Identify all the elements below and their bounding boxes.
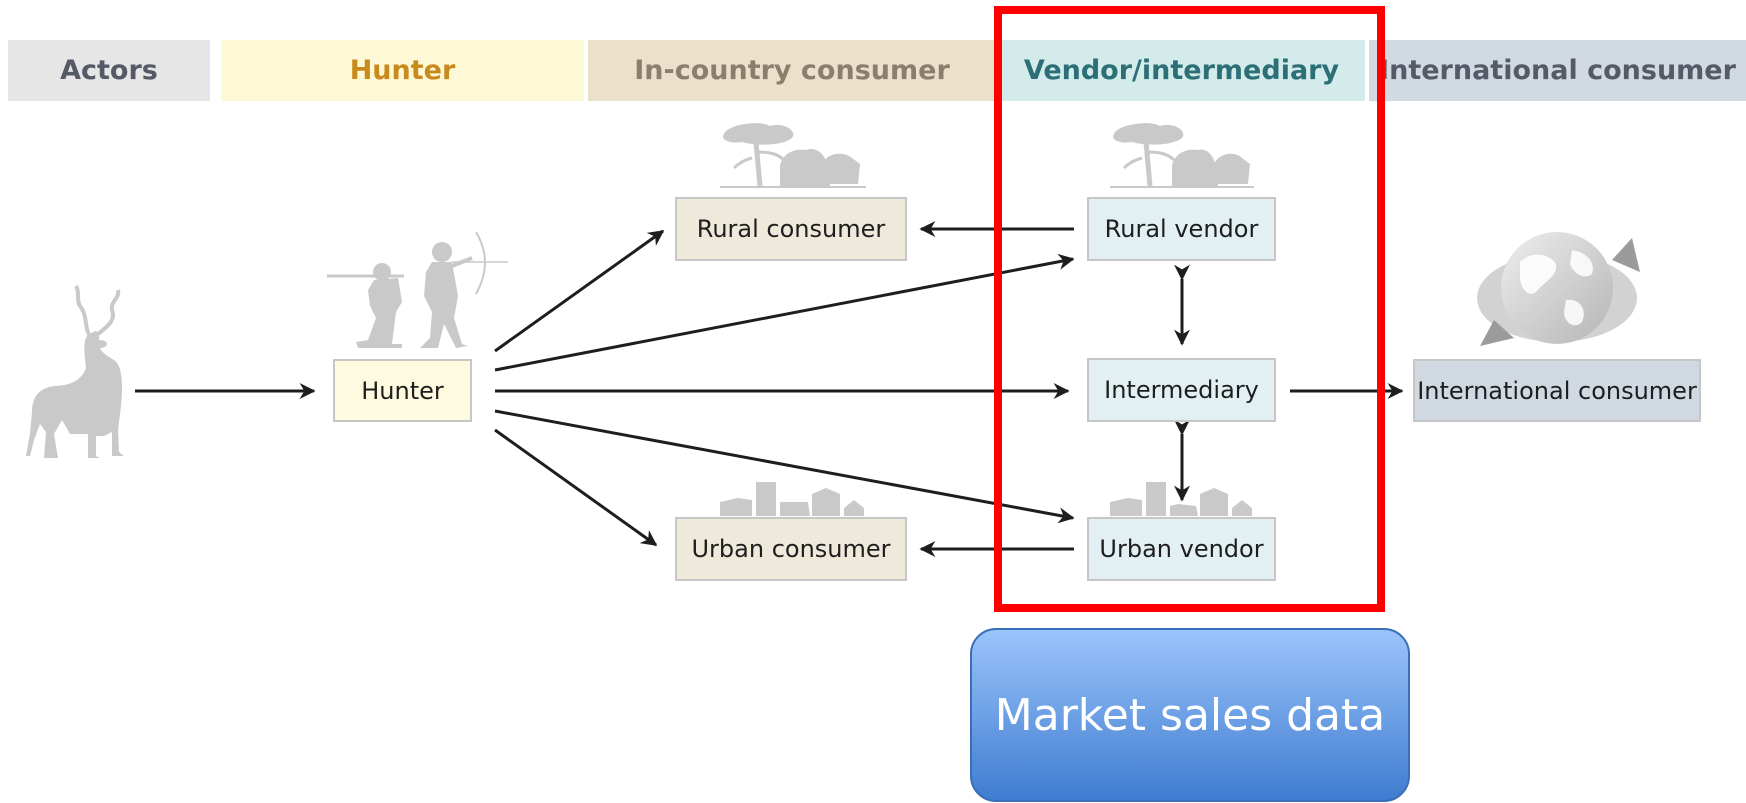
node-rural-consumer: Rural consumer (675, 197, 907, 261)
band-international-consumer: International consumer (1369, 40, 1746, 101)
node-international-consumer: International consumer (1413, 359, 1701, 422)
rural-huts-icon (1110, 123, 1254, 188)
band-actors: Actors (8, 40, 210, 101)
kudu-icon (26, 284, 124, 458)
market-sales-data-button[interactable]: Market sales data (970, 628, 1410, 802)
vendor-highlight-box (994, 6, 1385, 612)
rural-huts-icon (720, 123, 866, 188)
node-hunter: Hunter (333, 359, 472, 422)
node-intermediary: Intermediary (1087, 358, 1276, 422)
node-rural-vendor: Rural vendor (1087, 197, 1276, 261)
node-urban-consumer: Urban consumer (675, 517, 907, 581)
arrow-hunter-to-urban-consumer (494, 428, 658, 547)
band-hunter: Hunter (221, 40, 584, 101)
arrow-hunter-to-urban-vendor (494, 409, 1075, 524)
urban-buildings-icon (1110, 482, 1252, 516)
band-vendor-intermediary: Vendor/intermediary (998, 40, 1365, 101)
globe-icon (1477, 232, 1640, 346)
hunters-icon (327, 231, 508, 348)
node-urban-vendor: Urban vendor (1087, 517, 1276, 581)
arrow-hunter-to-rural-vendor (494, 253, 1075, 372)
band-in-country-consumer: In-country consumer (588, 40, 996, 101)
urban-buildings-icon (720, 482, 864, 516)
arrow-hunter-to-rural-consumer (494, 229, 665, 353)
